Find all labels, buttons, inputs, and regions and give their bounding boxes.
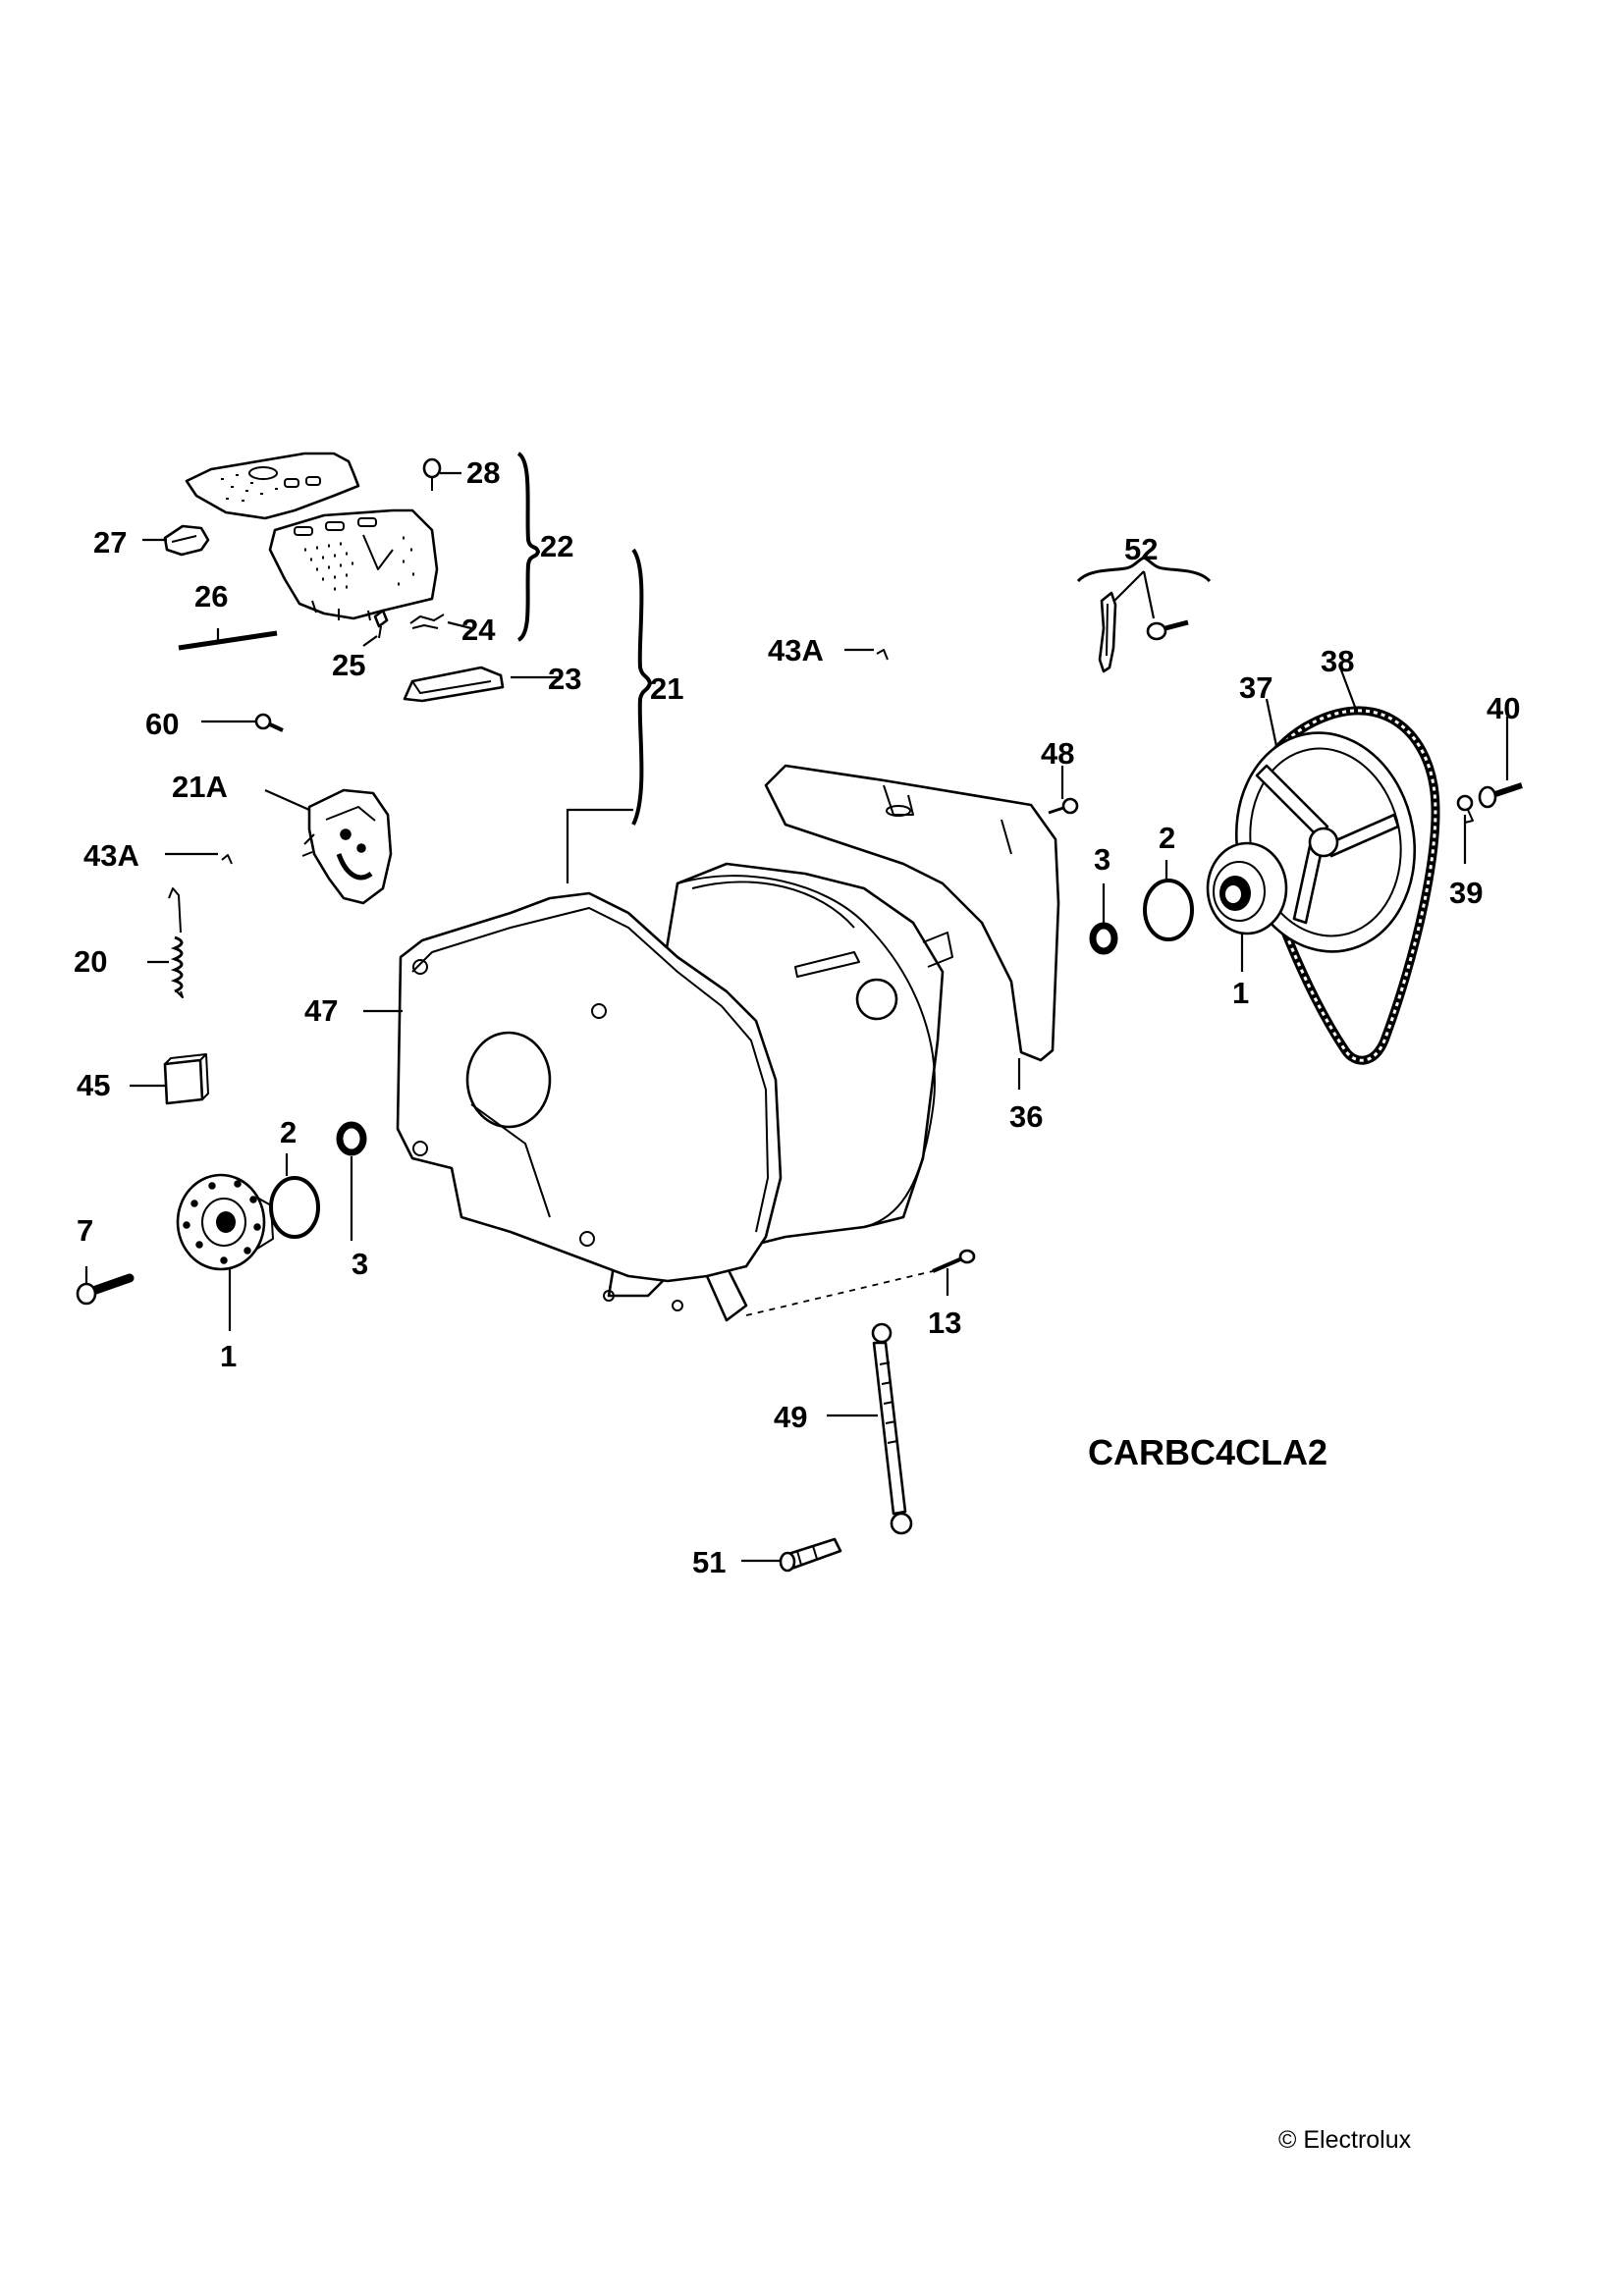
callout-26: 26 <box>194 579 228 614</box>
callout-13: 13 <box>928 1306 961 1340</box>
callout-1-right: 1 <box>1232 976 1249 1010</box>
callout-24: 24 <box>461 613 496 647</box>
part-screw-13 <box>932 1249 976 1273</box>
callout-60: 60 <box>145 707 179 741</box>
part-bolt-51 <box>779 1537 842 1573</box>
callout-21: 21 <box>650 671 683 706</box>
callout-49: 49 <box>774 1400 807 1434</box>
callout-38: 38 <box>1321 644 1354 678</box>
callout-2-right: 2 <box>1159 821 1175 855</box>
part-oring-2-left <box>269 1176 320 1239</box>
callout-36: 36 <box>1009 1099 1043 1134</box>
callout-20: 20 <box>74 944 107 979</box>
part-bolt-7 <box>76 1273 135 1306</box>
part-pulley-37 <box>1206 731 1417 953</box>
part-bearing-housing-1-left <box>176 1173 274 1271</box>
part-hook-43a-left <box>221 854 233 865</box>
callout-7: 7 <box>77 1213 93 1248</box>
callout-23: 23 <box>548 662 581 696</box>
part-spring-20 <box>168 887 184 998</box>
diagram-code: CARBC4CLA2 <box>1088 1432 1327 1472</box>
callout-47: 47 <box>304 993 338 1028</box>
part-block-45 <box>163 1053 209 1105</box>
copyright-notice: © Electrolux <box>1278 2126 1412 2154</box>
part-knob-27 <box>163 524 210 557</box>
leader-lines <box>84 452 1509 1563</box>
part-tub <box>396 764 1060 1322</box>
callout-labels: 28 27 22 26 24 25 23 21 60 43A 52 37 38 … <box>74 455 1520 2154</box>
callout-21a: 21A <box>172 770 228 804</box>
part-clips-24-25 <box>373 609 445 639</box>
part-screw-28 <box>422 457 442 491</box>
callout-40: 40 <box>1487 691 1520 725</box>
part-bracket-21a <box>301 788 393 905</box>
callout-39: 39 <box>1449 876 1483 910</box>
part-bolt-40 <box>1478 782 1523 809</box>
callout-3-left: 3 <box>352 1247 368 1281</box>
callout-43a-left: 43A <box>83 838 139 873</box>
callout-51: 51 <box>692 1545 726 1579</box>
part-channel-23 <box>403 666 505 703</box>
callout-52: 52 <box>1124 532 1158 566</box>
part-oring-2-right <box>1143 879 1194 941</box>
callout-1-left: 1 <box>220 1339 237 1373</box>
callout-43a-top: 43A <box>768 633 824 667</box>
callout-27: 27 <box>93 525 127 560</box>
part-washer-3-right <box>1089 922 1118 955</box>
guide-line-13 <box>745 1270 934 1316</box>
callout-48: 48 <box>1041 736 1074 771</box>
part-rod-26 <box>178 630 278 651</box>
part-terminal-39 <box>1456 794 1474 824</box>
callout-2-left: 2 <box>280 1115 297 1149</box>
part-hook-43a-top <box>876 649 889 661</box>
callout-3-right: 3 <box>1094 842 1110 877</box>
part-washer-3-left <box>336 1121 367 1156</box>
callout-28: 28 <box>466 455 500 490</box>
callout-45: 45 <box>77 1068 110 1102</box>
part-bracket-52 <box>1098 591 1189 673</box>
part-damper-49 <box>871 1322 913 1535</box>
callout-37: 37 <box>1239 670 1272 705</box>
callout-25: 25 <box>332 648 365 682</box>
part-screw-48 <box>1048 797 1079 815</box>
part-screw-60 <box>254 713 284 732</box>
part-dispenser-cover <box>185 452 439 621</box>
callout-22: 22 <box>540 529 573 563</box>
